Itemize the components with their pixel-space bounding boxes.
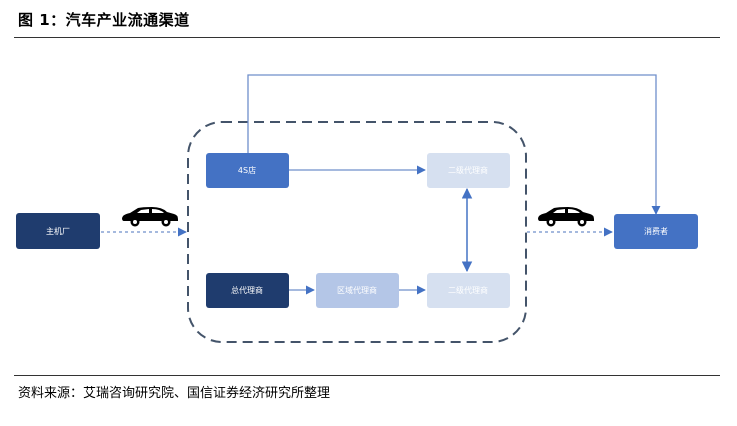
node-secondary-dealer-bottom-label: 二级代理商 [448, 285, 488, 295]
node-secondary-dealer-top-label: 二级代理商 [448, 165, 488, 175]
node-general-agent: 总代理商 [206, 273, 289, 308]
node-regional-dealer-label: 区域代理商 [337, 285, 377, 295]
car-icon [122, 207, 178, 227]
node-consumer-label: 消费者 [644, 226, 668, 236]
node-4s-store-label: 4S店 [238, 165, 256, 175]
car-icon [538, 207, 594, 227]
node-manufacturer: 主机厂 [16, 213, 100, 249]
node-secondary-dealer-bottom: 二级代理商 [427, 273, 510, 308]
dealer-network-container [187, 121, 527, 343]
node-general-agent-label: 总代理商 [231, 285, 263, 295]
top-rule [14, 37, 720, 38]
node-4s-store: 4S店 [206, 153, 289, 188]
figure-title: 图 1：汽车产业流通渠道 [18, 11, 190, 29]
node-manufacturer-label: 主机厂 [46, 226, 70, 236]
node-regional-dealer: 区域代理商 [316, 273, 399, 308]
source-note: 资料来源：艾瑞咨询研究院、国信证券经济研究所整理 [18, 386, 331, 401]
node-secondary-dealer-top: 二级代理商 [427, 153, 510, 188]
arrow-4s-to-consumer [247, 74, 661, 215]
node-consumer: 消费者 [614, 214, 698, 249]
bottom-rule [14, 375, 720, 376]
